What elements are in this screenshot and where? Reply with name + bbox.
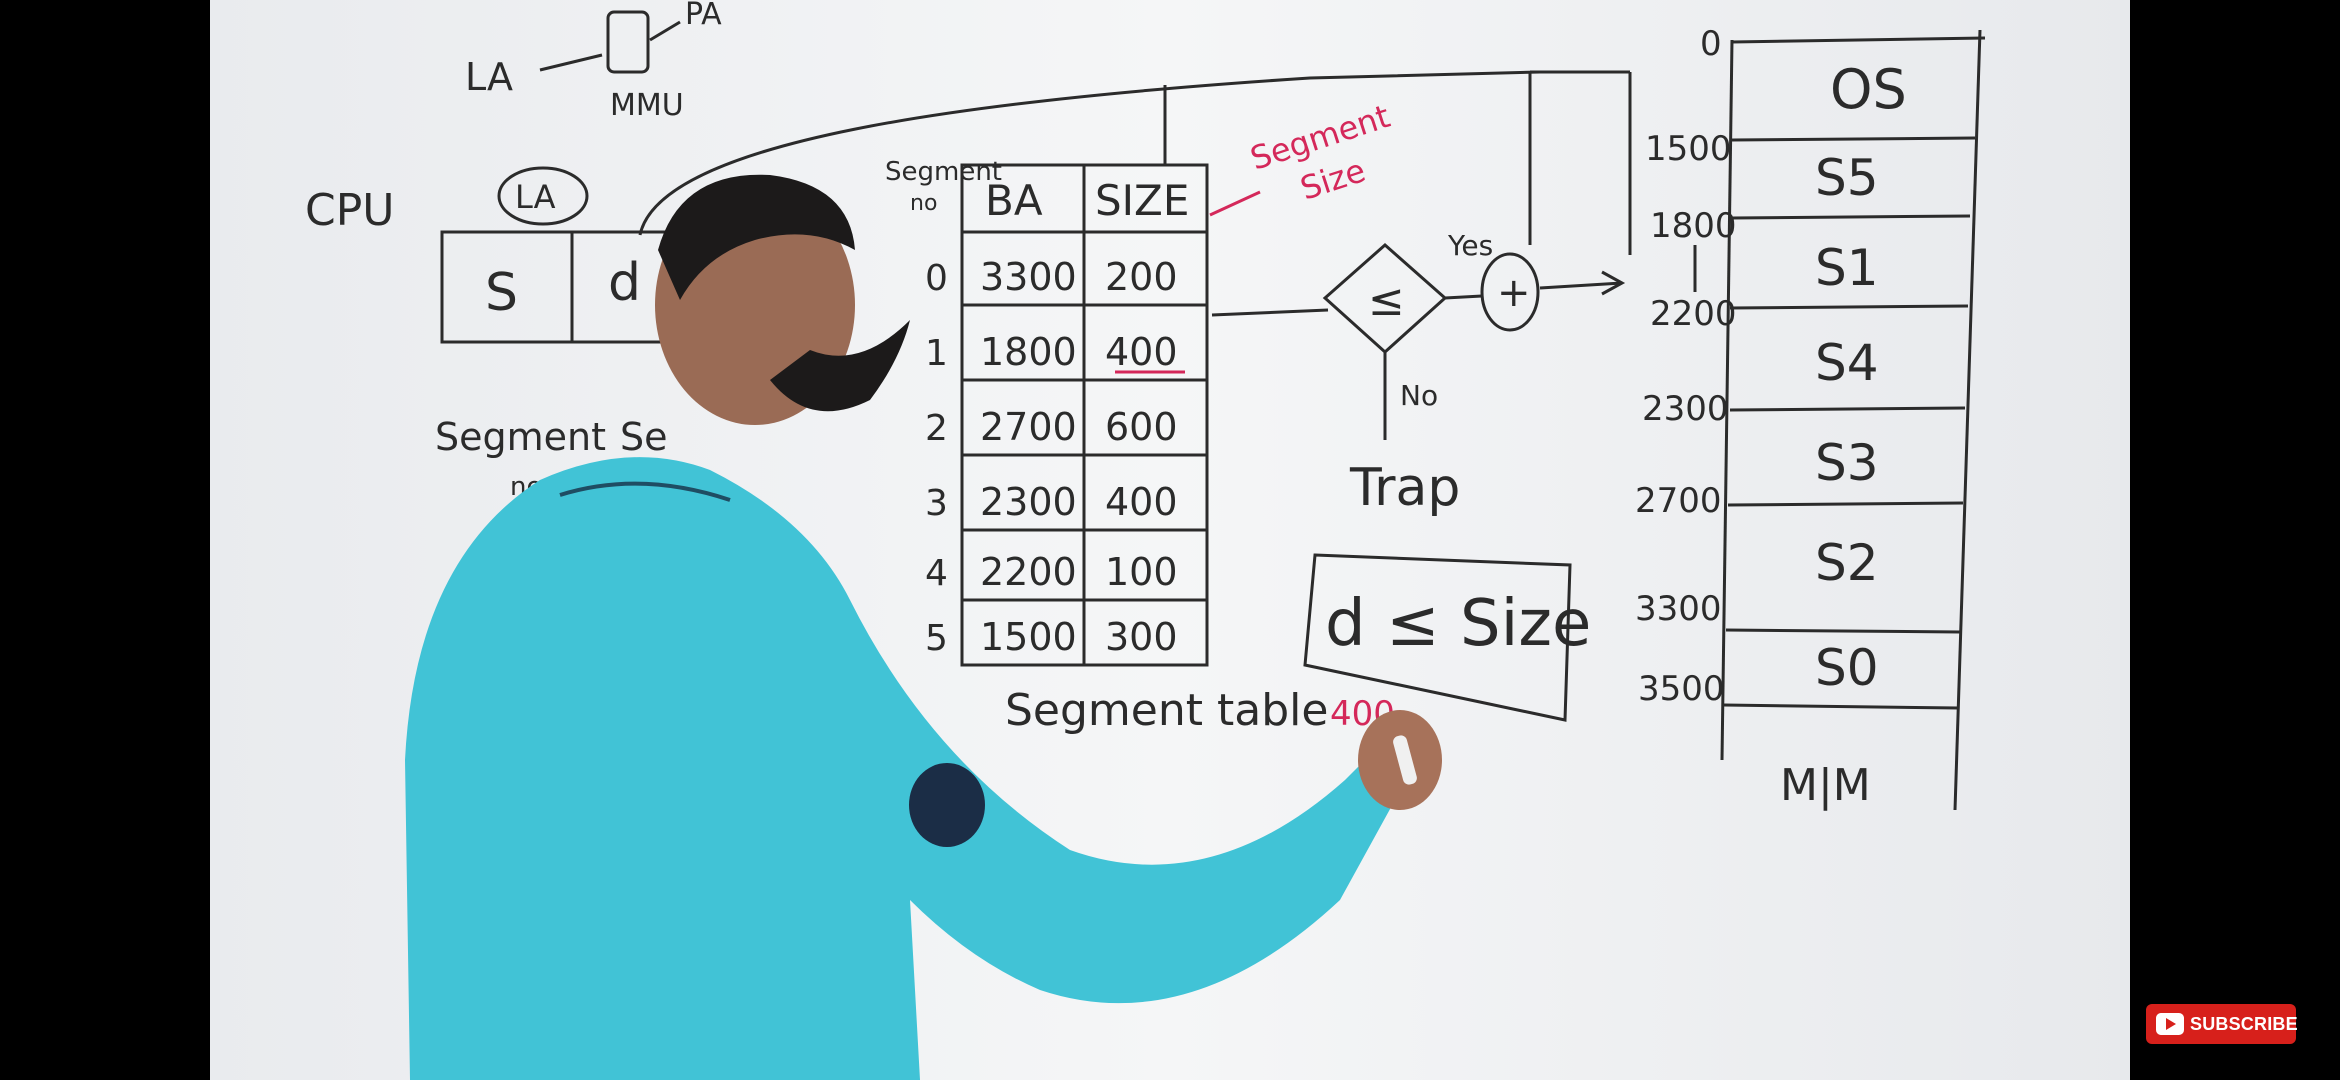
mem-address: 0 xyxy=(1700,24,1722,64)
la-arrow xyxy=(539,53,603,72)
la-circle xyxy=(497,166,589,226)
mem-block: S0 xyxy=(1815,639,1879,697)
row-ba: 2200 xyxy=(980,550,1077,594)
offset-connector-line xyxy=(638,70,1541,236)
subscribe-label: SUBSCRIBE xyxy=(2190,1013,2298,1034)
memory-map-grid xyxy=(1720,29,1986,811)
mem-address: 2700 xyxy=(1635,481,1722,521)
mem-block: OS xyxy=(1830,58,1907,121)
mem-block: S2 xyxy=(1815,534,1879,592)
mmu-label: MMU xyxy=(610,88,684,123)
mmu-diagram xyxy=(539,10,681,74)
row-size: 300 xyxy=(1105,615,1178,659)
offset-field-label: d xyxy=(608,253,641,313)
cpu-label: CPU xyxy=(305,185,394,236)
mem-address: 1500 xyxy=(1645,129,1732,169)
mem-address: 3500 xyxy=(1638,669,1725,709)
hair-shape xyxy=(658,174,855,300)
adder-symbol: + xyxy=(1497,270,1531,316)
mem-block: S5 xyxy=(1815,149,1879,207)
trap-label: Trap xyxy=(1349,458,1460,518)
table-row: 5 1500 300 xyxy=(925,615,1178,659)
mem-address: 3300 xyxy=(1635,589,1722,629)
mem-address: 2200 xyxy=(1650,294,1737,334)
row-size: 200 xyxy=(1105,255,1178,299)
row-no: 4 xyxy=(925,553,948,594)
subscribe-button[interactable]: SUBSCRIBE xyxy=(2146,1004,2298,1044)
table-corner-label-2: no xyxy=(910,191,937,216)
row-no: 1 xyxy=(925,333,948,374)
table-header-ba: BA xyxy=(985,176,1043,225)
yes-label: Yes xyxy=(1447,229,1493,262)
mem-address: 1800 xyxy=(1650,206,1737,246)
youtube-play-icon xyxy=(2156,1013,2184,1035)
shirt-shape xyxy=(405,457,1399,1080)
row-ba: 3300 xyxy=(980,255,1077,299)
table-row: 0 3300 200 xyxy=(925,255,1178,299)
mmu-box xyxy=(606,10,650,74)
table-to-compare-arrow xyxy=(1211,308,1329,317)
condition-box xyxy=(1303,553,1572,722)
adder-to-memory-arrow xyxy=(1539,281,1623,290)
row-size: 400 xyxy=(1105,330,1178,374)
marker xyxy=(1393,735,1417,785)
segment-field-label: S xyxy=(485,263,518,323)
mem-block: S1 xyxy=(1815,239,1879,297)
row-size: 400 xyxy=(1105,480,1178,524)
segment-size-arrow xyxy=(1209,190,1261,217)
presenter-figure xyxy=(405,174,1442,1080)
table-row: 4 2200 100 xyxy=(925,550,1178,594)
memory-blocks: OS S5 S1 S4 S3 S2 S0 xyxy=(1815,58,1907,697)
row-ba: 2700 xyxy=(980,405,1077,449)
segment-no-label: Segment xyxy=(435,415,606,459)
table-row: 3 2300 400 xyxy=(925,480,1178,524)
table-row: 1 1800 400 xyxy=(925,330,1178,374)
shirt-logo xyxy=(909,763,985,847)
memory-addresses: 0 1500 1800 2200 2300 2700 3300 3500 xyxy=(1635,24,1737,709)
compare-symbol: ≤ xyxy=(1368,275,1405,326)
mem-block: S4 xyxy=(1815,334,1879,392)
table-row: 2 2700 600 xyxy=(925,405,1178,449)
mmu-pa-label: PA xyxy=(685,0,722,32)
row-ba: 2300 xyxy=(980,480,1077,524)
memory-caption: M|M xyxy=(1780,760,1871,811)
mem-address: 2300 xyxy=(1642,389,1729,429)
yes-line xyxy=(1444,294,1483,300)
pa-line xyxy=(649,20,681,42)
row-size: 100 xyxy=(1105,550,1178,594)
no-label: No xyxy=(1400,379,1438,412)
condition-text: d ≤ Size xyxy=(1325,587,1591,661)
segment-offset-label: Se xyxy=(620,415,668,459)
mem-block: S3 xyxy=(1815,434,1879,492)
adder-circle xyxy=(1480,252,1540,332)
row-no: 3 xyxy=(925,483,948,524)
row-ba: 1500 xyxy=(980,615,1077,659)
whiteboard: LA PA MMU CPU LA S d Segment no Se Segme… xyxy=(210,0,2130,1080)
beard-shape xyxy=(770,320,910,412)
row-no: 0 xyxy=(925,258,948,299)
table-corner-label: Segment xyxy=(885,157,1002,187)
la-circle-label: LA xyxy=(515,178,556,216)
row-no: 2 xyxy=(925,408,948,449)
row-no: 5 xyxy=(925,618,948,659)
segment-table-caption: Segment table xyxy=(1005,685,1328,736)
table-header-size: SIZE xyxy=(1095,176,1189,225)
row-ba: 1800 xyxy=(980,330,1077,374)
segment-table-grid xyxy=(960,163,1209,667)
mmu-la-label: LA xyxy=(465,55,513,99)
row-size: 600 xyxy=(1105,405,1178,449)
